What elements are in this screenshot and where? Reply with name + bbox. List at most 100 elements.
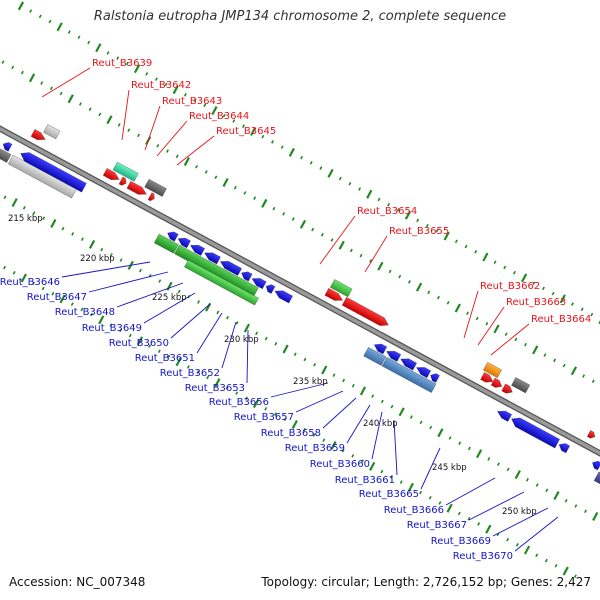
gene-arrow[interactable] xyxy=(183,259,259,306)
tick-mark xyxy=(407,280,411,284)
gene-arrow[interactable] xyxy=(363,346,387,366)
reverse-gene-label[interactable]: Reut_B3650 xyxy=(109,338,169,349)
reverse-gene-label[interactable]: Reut_B3666 xyxy=(384,505,444,516)
gene-arrow[interactable] xyxy=(43,124,61,140)
gene-arrow[interactable] xyxy=(329,279,353,298)
gene-arrow[interactable] xyxy=(509,415,561,449)
gene-arrow[interactable] xyxy=(126,180,148,198)
forward-gene-label[interactable]: Reut_B3655 xyxy=(389,226,449,237)
gene-arrow[interactable] xyxy=(218,258,243,276)
forward-gene-label[interactable]: Reut_B3664 xyxy=(531,314,591,325)
gene-arrow[interactable] xyxy=(176,235,192,249)
gene-arrow[interactable] xyxy=(341,296,390,329)
gene-arrow[interactable] xyxy=(250,275,267,290)
reverse-gene-label[interactable]: Reut_B3658 xyxy=(261,428,321,439)
tick-mark xyxy=(28,73,36,83)
leader-line xyxy=(445,477,496,506)
reverse-gene-label[interactable]: Reut_B3652 xyxy=(160,368,220,379)
gene-arrow[interactable] xyxy=(480,372,495,385)
gene-arrow[interactable] xyxy=(273,287,294,304)
reverse-gene-label[interactable]: Reut_B3649 xyxy=(82,323,142,334)
forward-gene-label[interactable]: Reut_B3642 xyxy=(131,80,191,91)
reverse-gene-label[interactable]: Reut_B3670 xyxy=(453,551,513,562)
gene-arrow[interactable] xyxy=(0,148,12,163)
gene-arrow[interactable] xyxy=(153,233,179,254)
tick-mark xyxy=(377,261,384,271)
reverse-gene-label[interactable]: Reut_B3651 xyxy=(135,353,195,364)
forward-gene-label[interactable]: Reut_B3639 xyxy=(92,58,152,69)
gene-arrow[interactable] xyxy=(118,176,128,187)
tick-mark xyxy=(119,258,123,262)
reverse-gene-label[interactable]: Reut_B3648 xyxy=(55,307,115,318)
forward-gene-label[interactable]: Reut_B3644 xyxy=(189,111,249,122)
gene-arrow[interactable] xyxy=(586,429,596,439)
reverse-gene-label[interactable]: Reut_B3657 xyxy=(234,412,294,423)
tick-mark xyxy=(485,321,489,326)
tick-mark xyxy=(196,370,200,374)
gene-arrow[interactable] xyxy=(496,408,513,422)
gene-arrow[interactable] xyxy=(166,229,179,242)
leader-line xyxy=(371,411,383,460)
tick-mark xyxy=(77,35,81,40)
leader-line xyxy=(246,329,249,384)
gene-arrow[interactable] xyxy=(30,128,47,143)
tick-mark xyxy=(380,399,384,404)
gene-arrow[interactable] xyxy=(1,140,13,152)
tick-mark xyxy=(197,300,200,304)
gene-arrow[interactable] xyxy=(240,269,253,282)
reverse-gene-label[interactable]: Reut_B3656 xyxy=(209,397,269,408)
reverse-gene-label[interactable]: Reut_B3667 xyxy=(407,520,467,531)
tick-mark xyxy=(1,60,5,64)
reverse-gene-label[interactable]: Reut_B3647 xyxy=(27,292,87,303)
gene-arrow[interactable] xyxy=(482,361,503,379)
reverse-gene-label[interactable]: Reut_B3660 xyxy=(310,459,370,470)
forward-gene-label[interactable]: Reut_B3654 xyxy=(357,206,417,217)
gene-arrow[interactable] xyxy=(189,242,206,256)
gene-arrow[interactable] xyxy=(381,356,437,394)
forward-gene-label[interactable]: Reut_B3663 xyxy=(506,297,566,308)
tick-mark xyxy=(95,43,102,53)
tick-mark xyxy=(38,14,42,19)
gene-arrow[interactable] xyxy=(7,154,77,199)
gene-arrow[interactable] xyxy=(593,471,600,493)
gene-arrow[interactable] xyxy=(324,287,345,304)
forward-gene-label[interactable]: Reut_B3643 xyxy=(162,96,222,107)
gene-arrow[interactable] xyxy=(147,192,156,202)
reverse-gene-label[interactable]: Reut_B3669 xyxy=(431,536,491,547)
reverse-gene-label[interactable]: Reut_B3653 xyxy=(185,383,245,394)
reverse-gene-label[interactable]: Reut_B3665 xyxy=(359,489,419,500)
gene-arrow[interactable] xyxy=(591,459,600,471)
gene-arrow[interactable] xyxy=(144,178,167,197)
gene-arrow[interactable] xyxy=(429,372,440,383)
forward-gene-label[interactable]: Reut_B3645 xyxy=(216,126,276,137)
tick-mark xyxy=(264,407,268,411)
gene-arrow[interactable] xyxy=(415,364,432,379)
gene-arrow[interactable] xyxy=(264,283,276,294)
tick-mark xyxy=(580,307,584,312)
tick-lines xyxy=(1,1,600,579)
reverse-gene-label[interactable]: Reut_B3646 xyxy=(0,277,60,288)
gene-arrow[interactable] xyxy=(490,377,504,390)
gene-arrow[interactable] xyxy=(501,383,515,396)
reverse-gene-label[interactable]: Reut_B3661 xyxy=(335,475,395,486)
gene-arrow[interactable] xyxy=(112,161,139,182)
tick-mark xyxy=(280,145,284,149)
tick-mark xyxy=(172,85,179,95)
forward-gene-label[interactable]: Reut_B3662 xyxy=(480,281,540,292)
tick-mark xyxy=(283,417,287,422)
tick-mark xyxy=(204,170,208,174)
gene-arrow[interactable] xyxy=(511,377,531,394)
reverse-gene-label[interactable]: Reut_B3659 xyxy=(285,443,345,454)
gene-arrow[interactable] xyxy=(385,348,402,362)
leader-line xyxy=(270,382,329,398)
gene-arrow[interactable] xyxy=(203,249,221,265)
gene-arrow[interactable] xyxy=(102,167,121,183)
leader-line xyxy=(196,312,223,354)
gene-arrow[interactable] xyxy=(399,355,418,371)
tick-mark xyxy=(78,102,82,106)
gene-arrow[interactable] xyxy=(372,341,388,355)
gene-arrow[interactable] xyxy=(174,244,259,297)
tick-mark xyxy=(515,543,519,547)
gene-arrow[interactable] xyxy=(557,441,571,454)
